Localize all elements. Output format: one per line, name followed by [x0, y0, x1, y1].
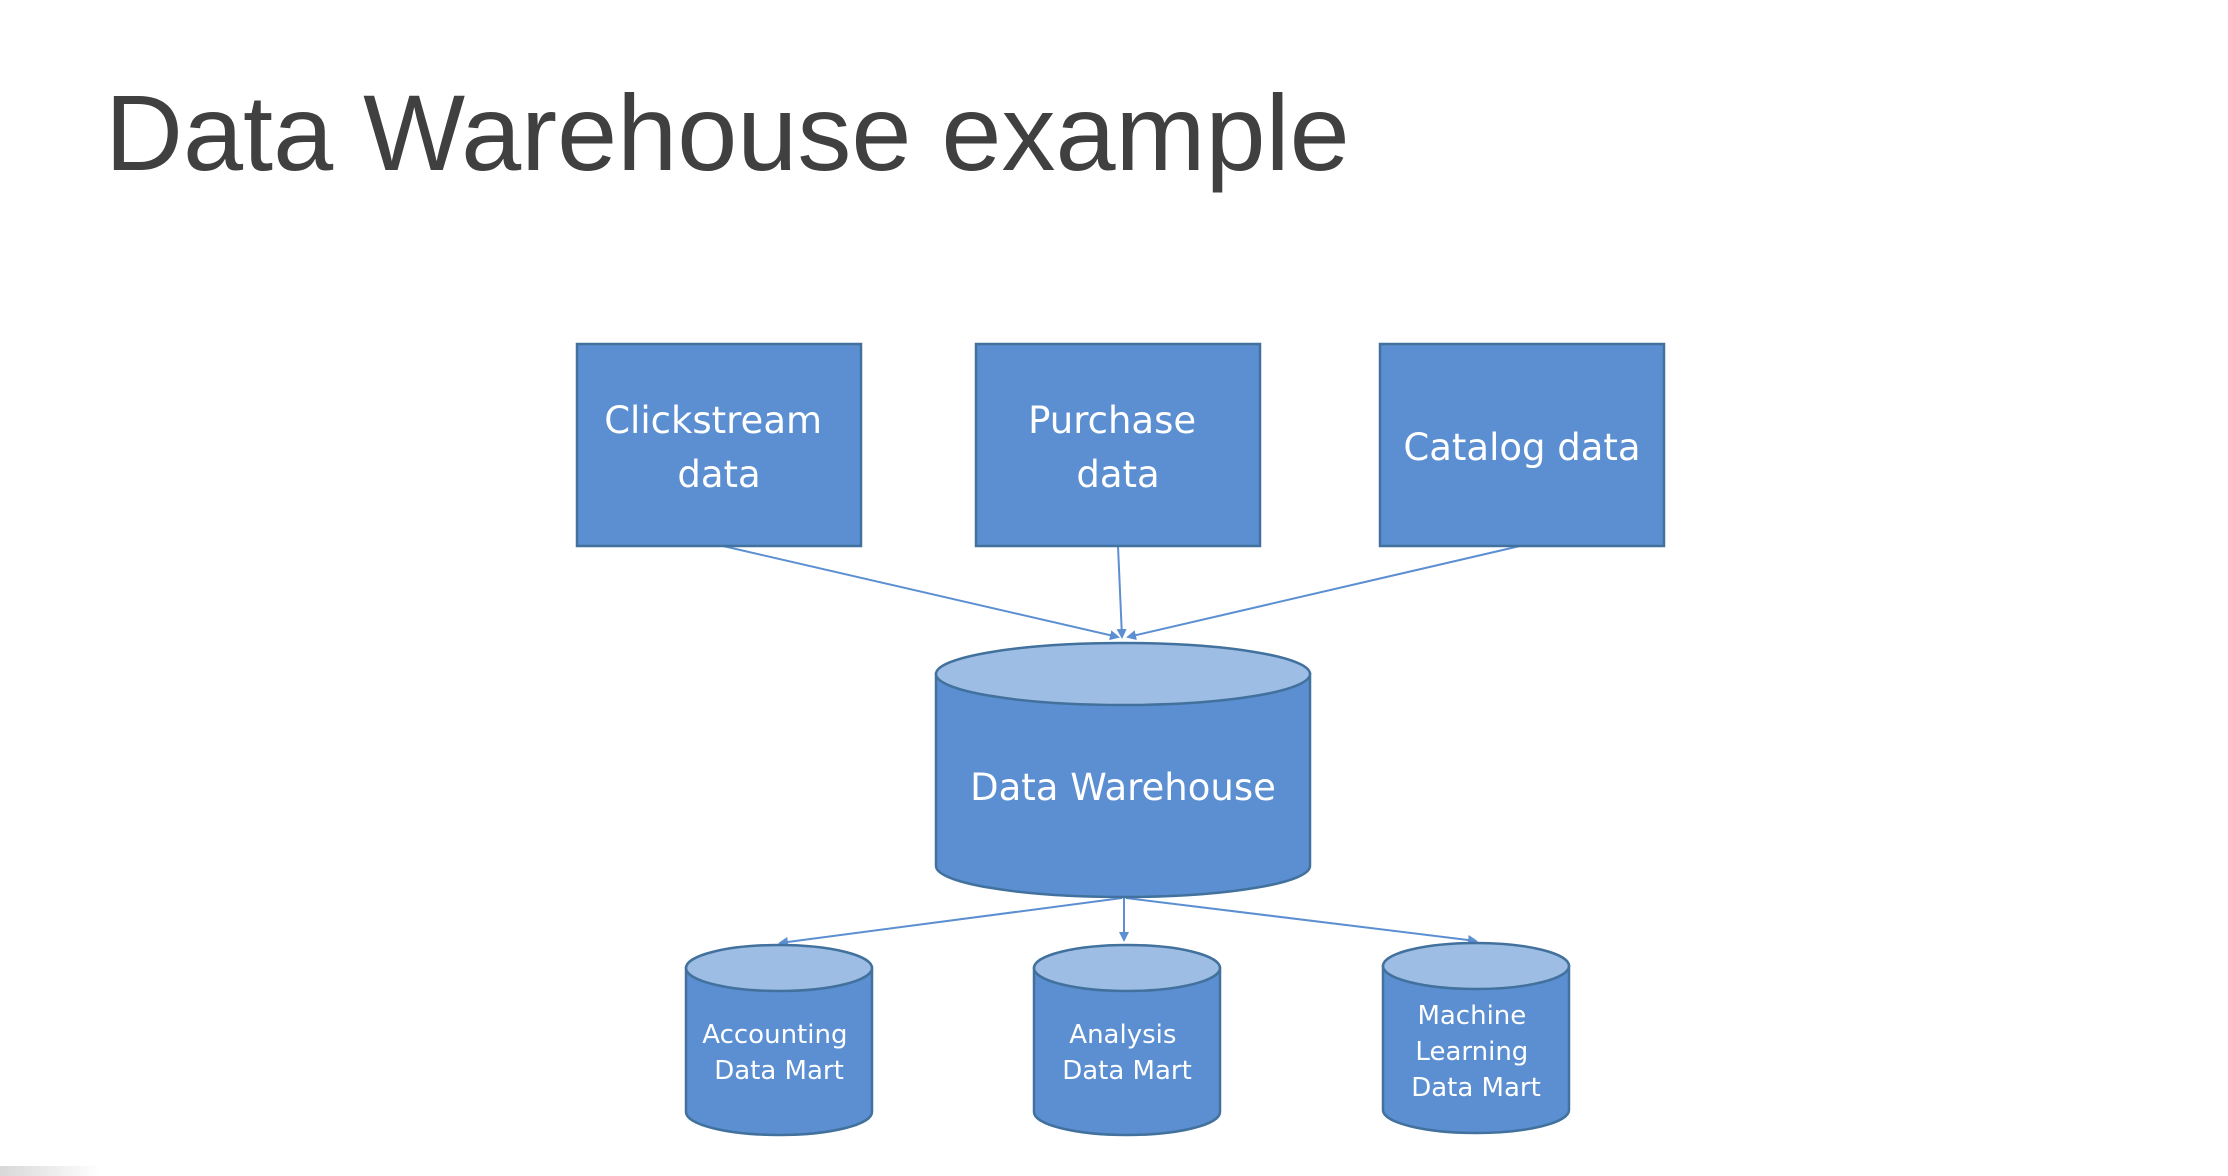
source-box-catalog[interactable]: Catalog data — [1378, 342, 1666, 548]
source-connectors — [722, 545, 1521, 641]
mart-label-line: Data Mart — [714, 1056, 844, 1086]
mart-cylinder-analysis[interactable]: Analysis Data Mart — [1032, 943, 1222, 1137]
warehouse-cylinder[interactable]: Data Warehouse — [934, 641, 1312, 899]
warehouse-label: Data Warehouse — [970, 766, 1276, 809]
mart-cylinder-machine-learning[interactable]: Machine Learning Data Mart — [1381, 941, 1571, 1135]
slide-title: Data Warehouse example — [105, 72, 1350, 193]
mart-label-line: Analysis — [1069, 1020, 1176, 1050]
source-label-line: data — [1076, 453, 1159, 496]
mart-label-machine-learning: Machine Learning Data Mart — [1411, 1001, 1541, 1103]
mart-label-line: Machine — [1417, 1001, 1526, 1031]
source-box-clickstream[interactable]: Clickstream data — [575, 342, 863, 548]
source-label-line: Catalog data — [1403, 426, 1640, 469]
connector-warehouse-to-ml — [1125, 897, 1478, 945]
connector-catalog-to-warehouse — [1126, 545, 1521, 641]
mart-label-accounting: Accounting Data Mart — [702, 1020, 855, 1086]
source-label-line: Clickstream — [604, 399, 822, 442]
source-label-clickstream: Clickstream data — [604, 399, 834, 496]
mart-label-analysis: Analysis Data Mart — [1062, 1020, 1192, 1086]
connector-clickstream-to-warehouse — [722, 545, 1120, 641]
source-label-catalog: Catalog data — [1403, 426, 1640, 469]
source-label-purchase: Purchase data — [1028, 399, 1208, 496]
mart-label-line: Accounting — [702, 1020, 847, 1050]
connector-purchase-to-warehouse — [1116, 545, 1127, 639]
source-label-line: Purchase — [1028, 399, 1196, 442]
source-label-line: data — [677, 453, 760, 496]
slide-edge-shadow — [0, 1166, 100, 1176]
mart-label-line: Data Mart — [1411, 1073, 1541, 1103]
mart-label-line: Data Mart — [1062, 1056, 1192, 1086]
source-box-purchase[interactable]: Purchase data — [974, 342, 1262, 548]
mart-connectors — [778, 897, 1478, 947]
mart-cylinder-accounting[interactable]: Accounting Data Mart — [684, 943, 874, 1137]
connector-warehouse-to-accounting — [778, 897, 1123, 947]
mart-label-line: Learning — [1415, 1037, 1528, 1067]
